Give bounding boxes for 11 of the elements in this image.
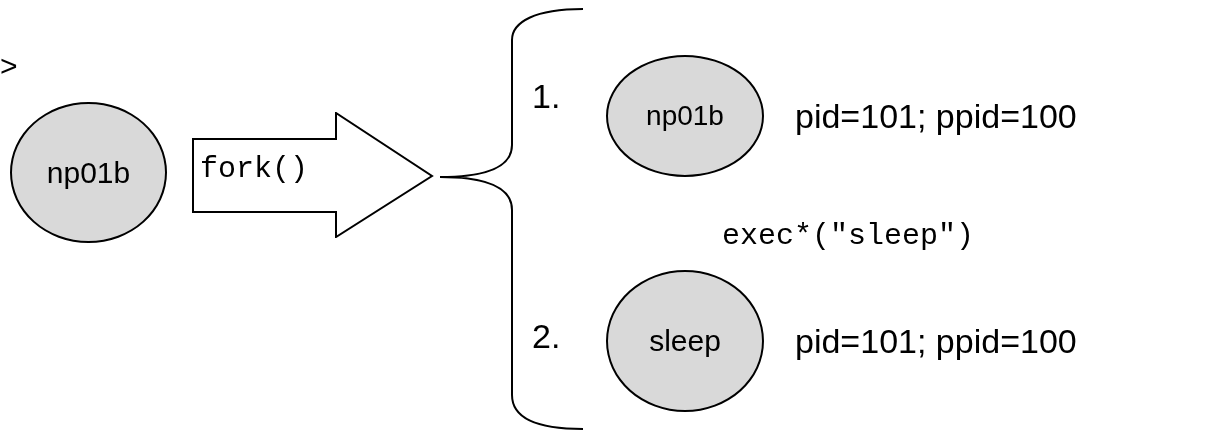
process-ids: pid=101; ppid=100	[795, 99, 1077, 133]
process-name: np01b	[646, 102, 724, 130]
process-name: sleep	[649, 326, 721, 356]
step-label: 1.	[532, 79, 561, 113]
system-call-text: exec*("sleep")	[722, 221, 975, 251]
process-ids: pid=101; ppid=100	[795, 324, 1077, 358]
process-name: np01b	[46, 157, 131, 188]
function-call-text: fork()	[200, 154, 309, 184]
block-arrow	[192, 112, 434, 238]
step-label: >	[0, 51, 18, 81]
step-label: 2.	[532, 319, 561, 353]
